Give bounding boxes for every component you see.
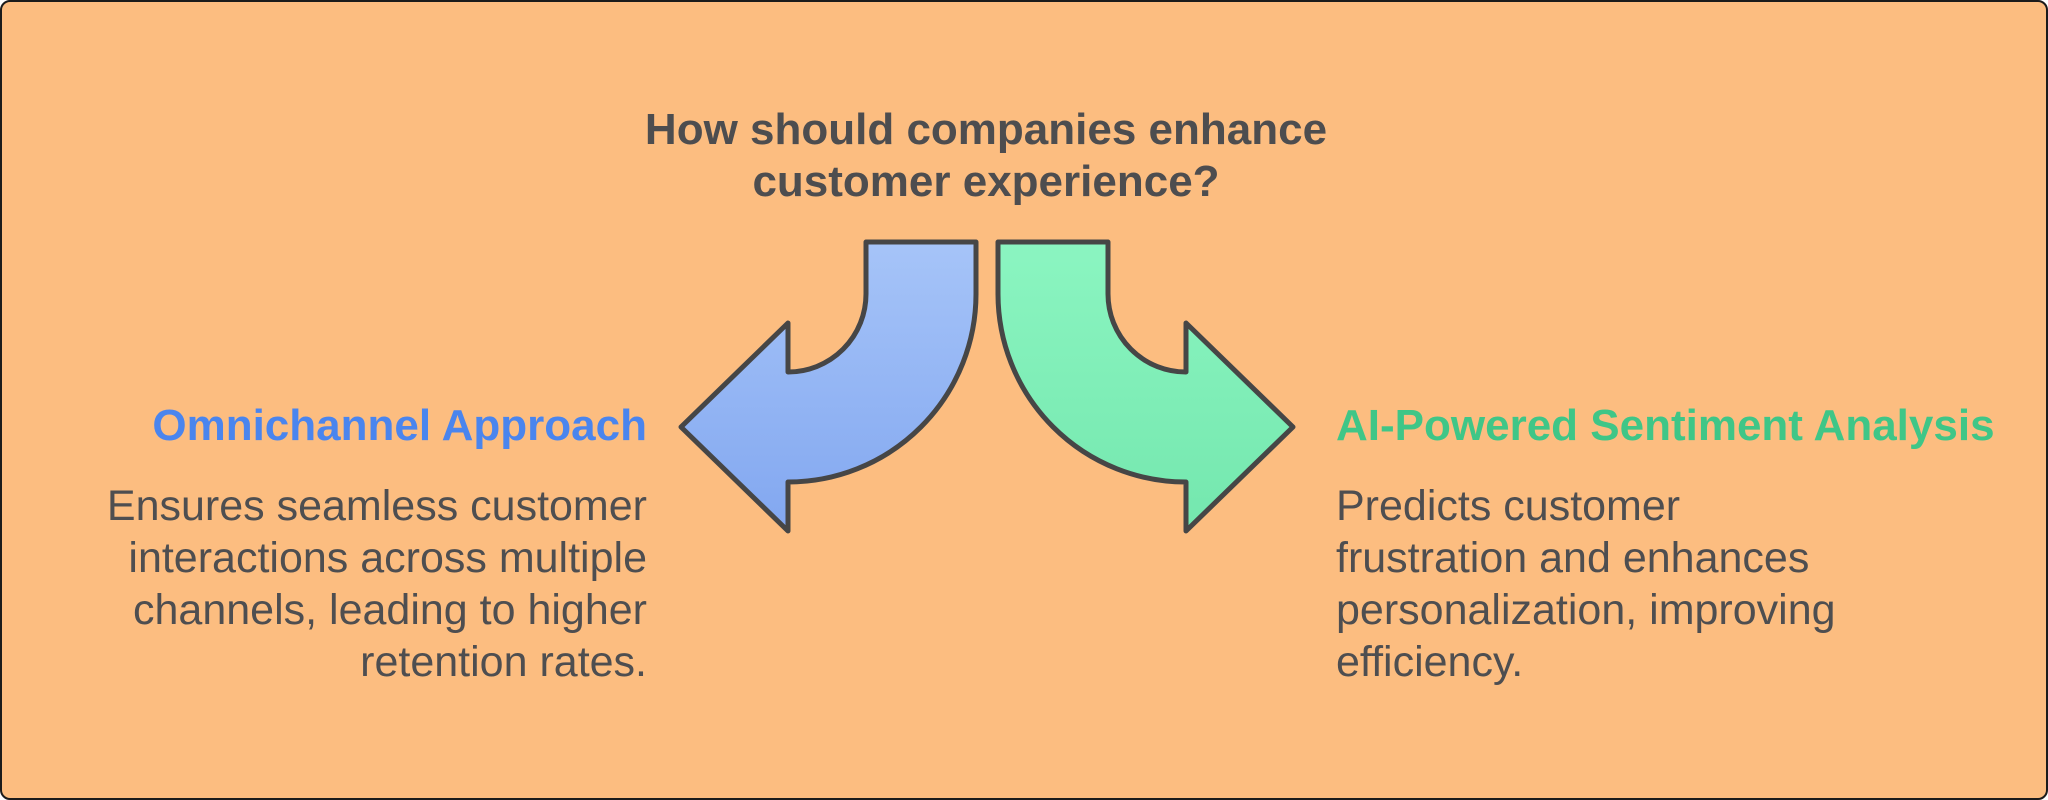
question-title: How should companies enhance customer ex… [644, 105, 1328, 206]
left-branch-heading: Omnichannel Approach [152, 401, 647, 450]
curved-arrow-down-right-icon [995, 239, 1296, 534]
right-branch-heading: AI-Powered Sentiment Analysis [1336, 401, 1995, 450]
left-branch-description: Ensures seamless customer interactions a… [106, 482, 647, 686]
curved-arrow-down-left-icon [678, 239, 979, 534]
right-branch-description: Predicts customer frustration and enhanc… [1336, 482, 1836, 686]
